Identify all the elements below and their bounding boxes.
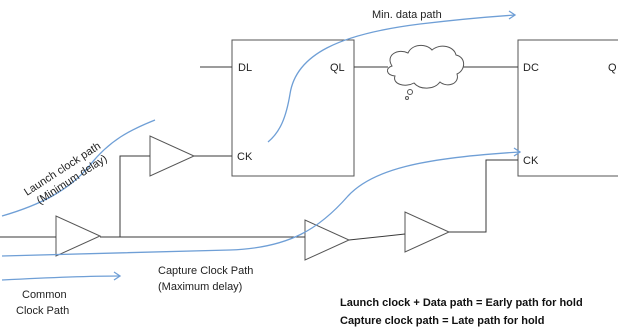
launch-data-pin-label: DL [238,62,252,74]
min-data-path-label: Min. data path [372,9,442,21]
common-clock-buffer [55,215,102,257]
common-clock-path-label-line1: Common [22,289,67,301]
min-data-path-arrowhead [508,10,517,20]
capture-clock-path-arrowhead [513,147,522,157]
launch-flop [231,39,355,177]
launch-clock-path-label: Launch clock path (Minimum delay) [22,140,109,207]
cloud-tail-dot-2 [405,96,409,100]
early-path-note: Launch clock + Data path = Early path fo… [340,297,583,309]
capture-ck-wire [449,159,518,233]
launch-out-pin-label: QL [330,62,345,74]
common-clock-path-label-line2: Clock Path [16,305,69,317]
launch-clock-path-arrow [1,119,156,217]
logic-cloud [387,45,465,89]
launch-clock-pin-label: CK [237,151,253,163]
common-clock-path-arrow [1,275,121,281]
launch-clock-buffer [149,135,196,177]
launch-clock-branch-wire [100,155,150,238]
capture-out-pin-label: Q [608,62,617,74]
capture-clock-path-label-line1: Capture Clock Path [158,265,253,277]
capture-clock-pin-label: CK [523,155,539,167]
cloud-tail-dot-1 [407,89,413,95]
capture-clock-buffer-2 [404,211,451,253]
min-data-path-arrow [267,14,516,143]
capture-flop [517,39,618,177]
buffer-to-buffer-wire [348,233,406,241]
capture-data-pin-label: DC [523,62,539,74]
capture-clock-buffer-1 [304,219,351,261]
late-path-note: Capture clock path = Late path for hold [340,315,544,327]
common-clock-path-arrowhead [113,271,122,281]
capture-clock-path-arrow [1,151,521,257]
capture-clock-path-label-line2: (Maximum delay) [158,281,242,293]
